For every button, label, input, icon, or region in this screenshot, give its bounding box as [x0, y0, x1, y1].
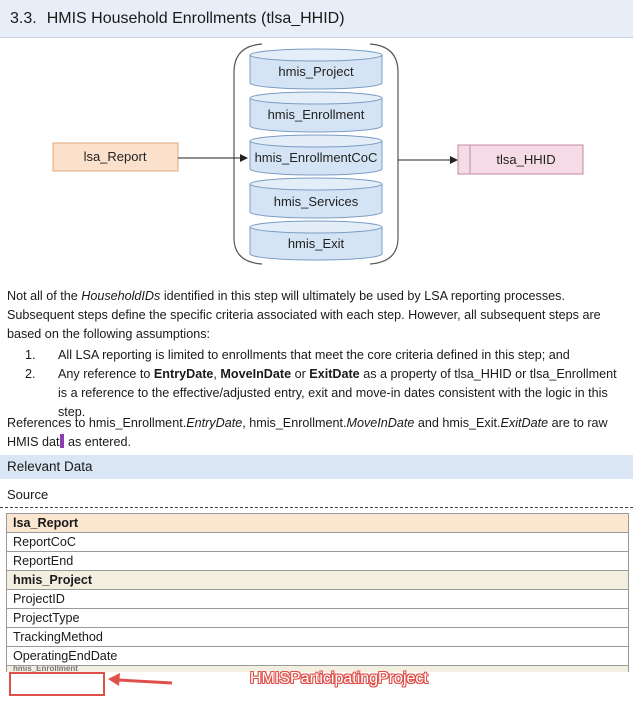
ref-text: as entered. [64, 435, 132, 449]
source-fields-table: lsa_Report ReportCoC ReportEnd hmis_Proj… [6, 513, 629, 672]
text-cursor [60, 434, 64, 448]
cylinder-4: hmis_Services [249, 177, 383, 219]
diagram-svg: lsa_Report hmis_Project hmis_Enrollment … [52, 43, 584, 265]
list-text: Any reference to [58, 367, 154, 381]
list-number: 1. [25, 348, 36, 362]
data-flow-diagram: lsa_Report hmis_Project hmis_Enrollment … [0, 38, 641, 268]
table-row: TrackingMethod [6, 627, 629, 647]
ref-italic: MoveInDate [346, 416, 415, 430]
table-cell: hmis_Project [6, 570, 629, 590]
list-sep: , [213, 367, 221, 381]
table-row: ProjectType [6, 608, 629, 628]
ref-italic: ExitDate [500, 416, 549, 430]
list-bold-moveindate: MoveInDate [220, 367, 292, 381]
cylinder-label-3: hmis_EnrollmentCoC [255, 150, 378, 165]
table-row: OperatingEndDate [6, 646, 629, 666]
list-item: 1. All LSA reporting is limited to enrol… [25, 346, 625, 365]
container-bracket-left [233, 43, 263, 265]
list-item: 2. Any reference to EntryDate, MoveInDat… [25, 365, 625, 422]
intro-text-2: identified in this step will ultimately … [7, 289, 601, 341]
section-number: 3.3. [10, 10, 37, 27]
table-row: ProjectID [6, 589, 629, 609]
table-cell: OperatingEndDate [6, 646, 629, 666]
table-row: hmis_Project [6, 570, 629, 590]
list-bold-exitdate: ExitDate [309, 367, 360, 381]
table-cell: ReportEnd [6, 551, 629, 571]
list-sep: or [291, 367, 310, 381]
source-label: Source [7, 487, 49, 502]
annotation-arrow-icon [108, 673, 173, 686]
cylinder-1: hmis_Project [249, 48, 383, 90]
table-row: lsa_Report [6, 513, 629, 533]
cylinder-label-4: hmis_Services [274, 194, 359, 209]
ref-text: are to raw HMIS dat [7, 416, 608, 449]
cylinder-label-2: hmis_Enrollment [268, 107, 365, 122]
assumptions-list: 1. All LSA reporting is limited to enrol… [25, 346, 625, 422]
ref-text: and hmis_Exit. [414, 416, 501, 430]
source-box [52, 142, 179, 172]
list-bold-entrydate: EntryDate [153, 367, 214, 381]
list-text: All LSA reporting is limited to enrollme… [58, 348, 570, 362]
table-row-partial: hmis_Enrollment [6, 665, 629, 672]
table-cell: ReportCoC [6, 532, 629, 552]
cylinder-label-1: hmis_Project [278, 64, 354, 79]
annotation-highlight-box [9, 672, 105, 696]
table-row: ReportEnd [6, 551, 629, 571]
ref-text: References to hmis_Enrollment. [7, 416, 187, 430]
target-box [457, 144, 584, 175]
arrow-in-head [240, 154, 248, 162]
table-cell: ProjectType [6, 608, 629, 628]
relevant-data-heading: Relevant Data [0, 455, 633, 479]
container-bracket-right [369, 43, 399, 265]
ref-italic: EntryDate [186, 416, 243, 430]
intro-text-1: Not all of the [7, 289, 82, 303]
annotation-label: HMISParticipatingProject [250, 670, 428, 687]
cylinder-label-5: hmis_Exit [288, 236, 345, 251]
section-title-bar: 3.3. HMIS Household Enrollments (tlsa_HHI… [0, 0, 633, 38]
table-cell: ProjectID [6, 589, 629, 609]
intro-paragraph: Not all of the HouseholdIDs identified i… [7, 287, 632, 344]
cylinder-2: hmis_Enrollment [249, 91, 383, 133]
table-cell: hmis_Enrollment [6, 665, 629, 672]
cylinder-5: hmis_Exit [249, 220, 383, 261]
ref-text: , hmis_Enrollment. [242, 416, 347, 430]
table-cell: TrackingMethod [6, 627, 629, 647]
list-number: 2. [25, 367, 36, 381]
target-box-label: tlsa_HHID [496, 152, 555, 167]
section-title: HMIS Household Enrollments (tlsa_HHID) [46, 10, 345, 27]
table-row: ReportCoC [6, 532, 629, 552]
references-paragraph: References to hmis_Enrollment.EntryDate,… [7, 414, 632, 452]
cylinder-3: hmis_EnrollmentCoC [249, 134, 383, 176]
source-box-label: lsa_Report [84, 149, 147, 164]
table-cell: lsa_Report [6, 513, 629, 533]
intro-italic: HouseholdIDs [81, 289, 161, 303]
arrow-out-head [450, 156, 458, 164]
dashed-separator [0, 507, 633, 508]
list-text: as a property of tlsa_HHID or tlsa_Enrol… [58, 367, 617, 419]
